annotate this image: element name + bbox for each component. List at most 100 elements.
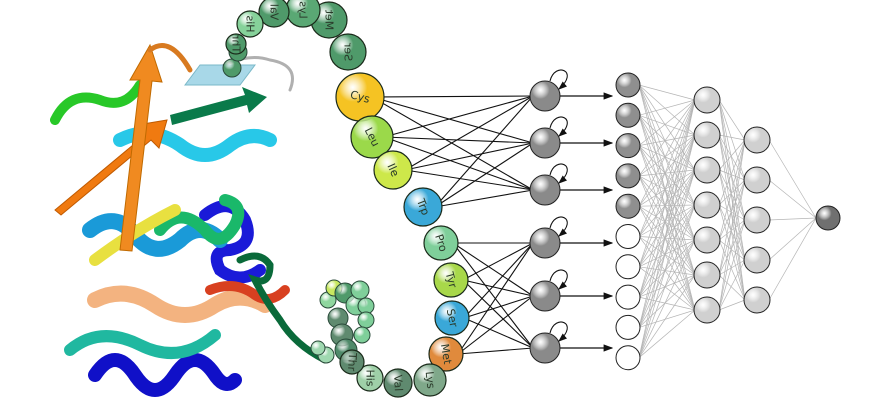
network-edge [638,205,696,276]
network-edge [718,134,746,221]
strand-yellow [89,204,181,266]
input-edge [434,189,534,208]
bead-label: Trp [414,196,432,217]
network-edge [638,169,696,328]
arrow-dark-green [170,87,267,125]
network-edge [638,99,696,177]
tail-bead [222,58,242,78]
network-edge [638,99,696,267]
network-edge [638,99,696,328]
amino-acid-bead-ser: Ser [329,33,367,71]
hidden-node-layer-3 [743,206,771,234]
network-edge [638,175,696,311]
network-edge [718,179,746,241]
network-edge [638,239,696,298]
network-edge [638,145,696,276]
network-edge [638,84,696,206]
amino-acid-bead-lys: Lys [413,363,447,397]
network-edge [638,204,696,298]
network-edge [638,274,696,328]
network-edge [718,179,746,276]
hidden-node-layer-2 [693,261,721,289]
input-edge [383,136,534,144]
recurrent-node [529,80,561,112]
network-edge [718,299,746,311]
network-edge [638,115,696,171]
hidden-node-layer-2 [693,296,721,324]
input-edge [452,242,534,349]
network-edge [638,175,696,241]
tail-bead [357,311,375,329]
network-edge [718,139,746,171]
hidden-node-layer-2 [693,121,721,149]
helix-teal-bottom [64,329,221,359]
network-edge [638,134,696,267]
amino-acid-bead-ile: Ile [373,150,413,190]
bead-circle [329,33,367,71]
input-edge [457,295,534,355]
recurrent-loop-arrow [549,163,568,184]
network-edge [638,84,696,136]
network-edge [638,99,696,146]
network-edge [638,266,696,276]
input-edge [457,347,534,355]
network-edge [718,204,746,221]
helix-green-2 [154,194,245,245]
amino-acid-bead-thr: Thr [225,33,247,55]
network-edge [638,239,696,268]
input-edge [463,242,534,319]
network-edge [718,169,746,221]
bead-circle [403,187,443,227]
network-edge [638,134,696,328]
hidden-node-layer-1 [615,284,641,310]
protein-cartoon [50,43,329,397]
bead-label: Lys [423,371,438,390]
hidden-node-layer-1 [615,345,641,371]
network-edge [638,84,696,241]
recurrent-loop-arrow [549,69,568,90]
hidden-node-layer-3 [743,166,771,194]
input-edge [404,142,534,171]
network-edge [638,296,696,311]
loop-orange-top [147,43,193,73]
input-edge [434,95,534,208]
bead-circle [356,364,384,392]
network-edge [638,274,696,358]
strand-orange-big [54,119,168,216]
network-edge [718,134,746,141]
network-edge [638,99,696,358]
network-edge [718,139,746,241]
network-edge [718,139,746,206]
network-edge [718,99,746,141]
hidden-node-layer-1 [615,102,641,128]
network-edge [718,259,746,276]
bead-label: Thr [345,352,359,372]
bead-label: Val [391,374,405,391]
network-edge [638,115,696,206]
network-edge [638,205,696,241]
input-edge [463,317,534,349]
helix-blue-bottom [88,353,242,397]
input-edge [463,295,534,319]
network-edge [638,145,696,206]
bead-label: His [364,369,377,386]
input-edge [371,95,534,98]
network-edge [638,115,696,241]
amino-acid-bead-lys: Lys [285,0,321,28]
network-edge [638,99,696,207]
network-edge [638,309,696,358]
bead-circle [433,262,469,298]
network-edge [638,239,696,358]
network-edge [638,99,696,298]
amino-acid-bead-cys: Cys [335,72,385,122]
network-edge [638,115,696,276]
input-edge [383,136,534,191]
amino-acid-bead-thr: Thr [339,349,365,375]
network-edge [638,134,696,207]
hidden-node-layer-2 [693,191,721,219]
network-edge [768,217,817,221]
network-edge [638,309,696,328]
network-edge [638,236,696,311]
bead-circle [225,33,247,55]
